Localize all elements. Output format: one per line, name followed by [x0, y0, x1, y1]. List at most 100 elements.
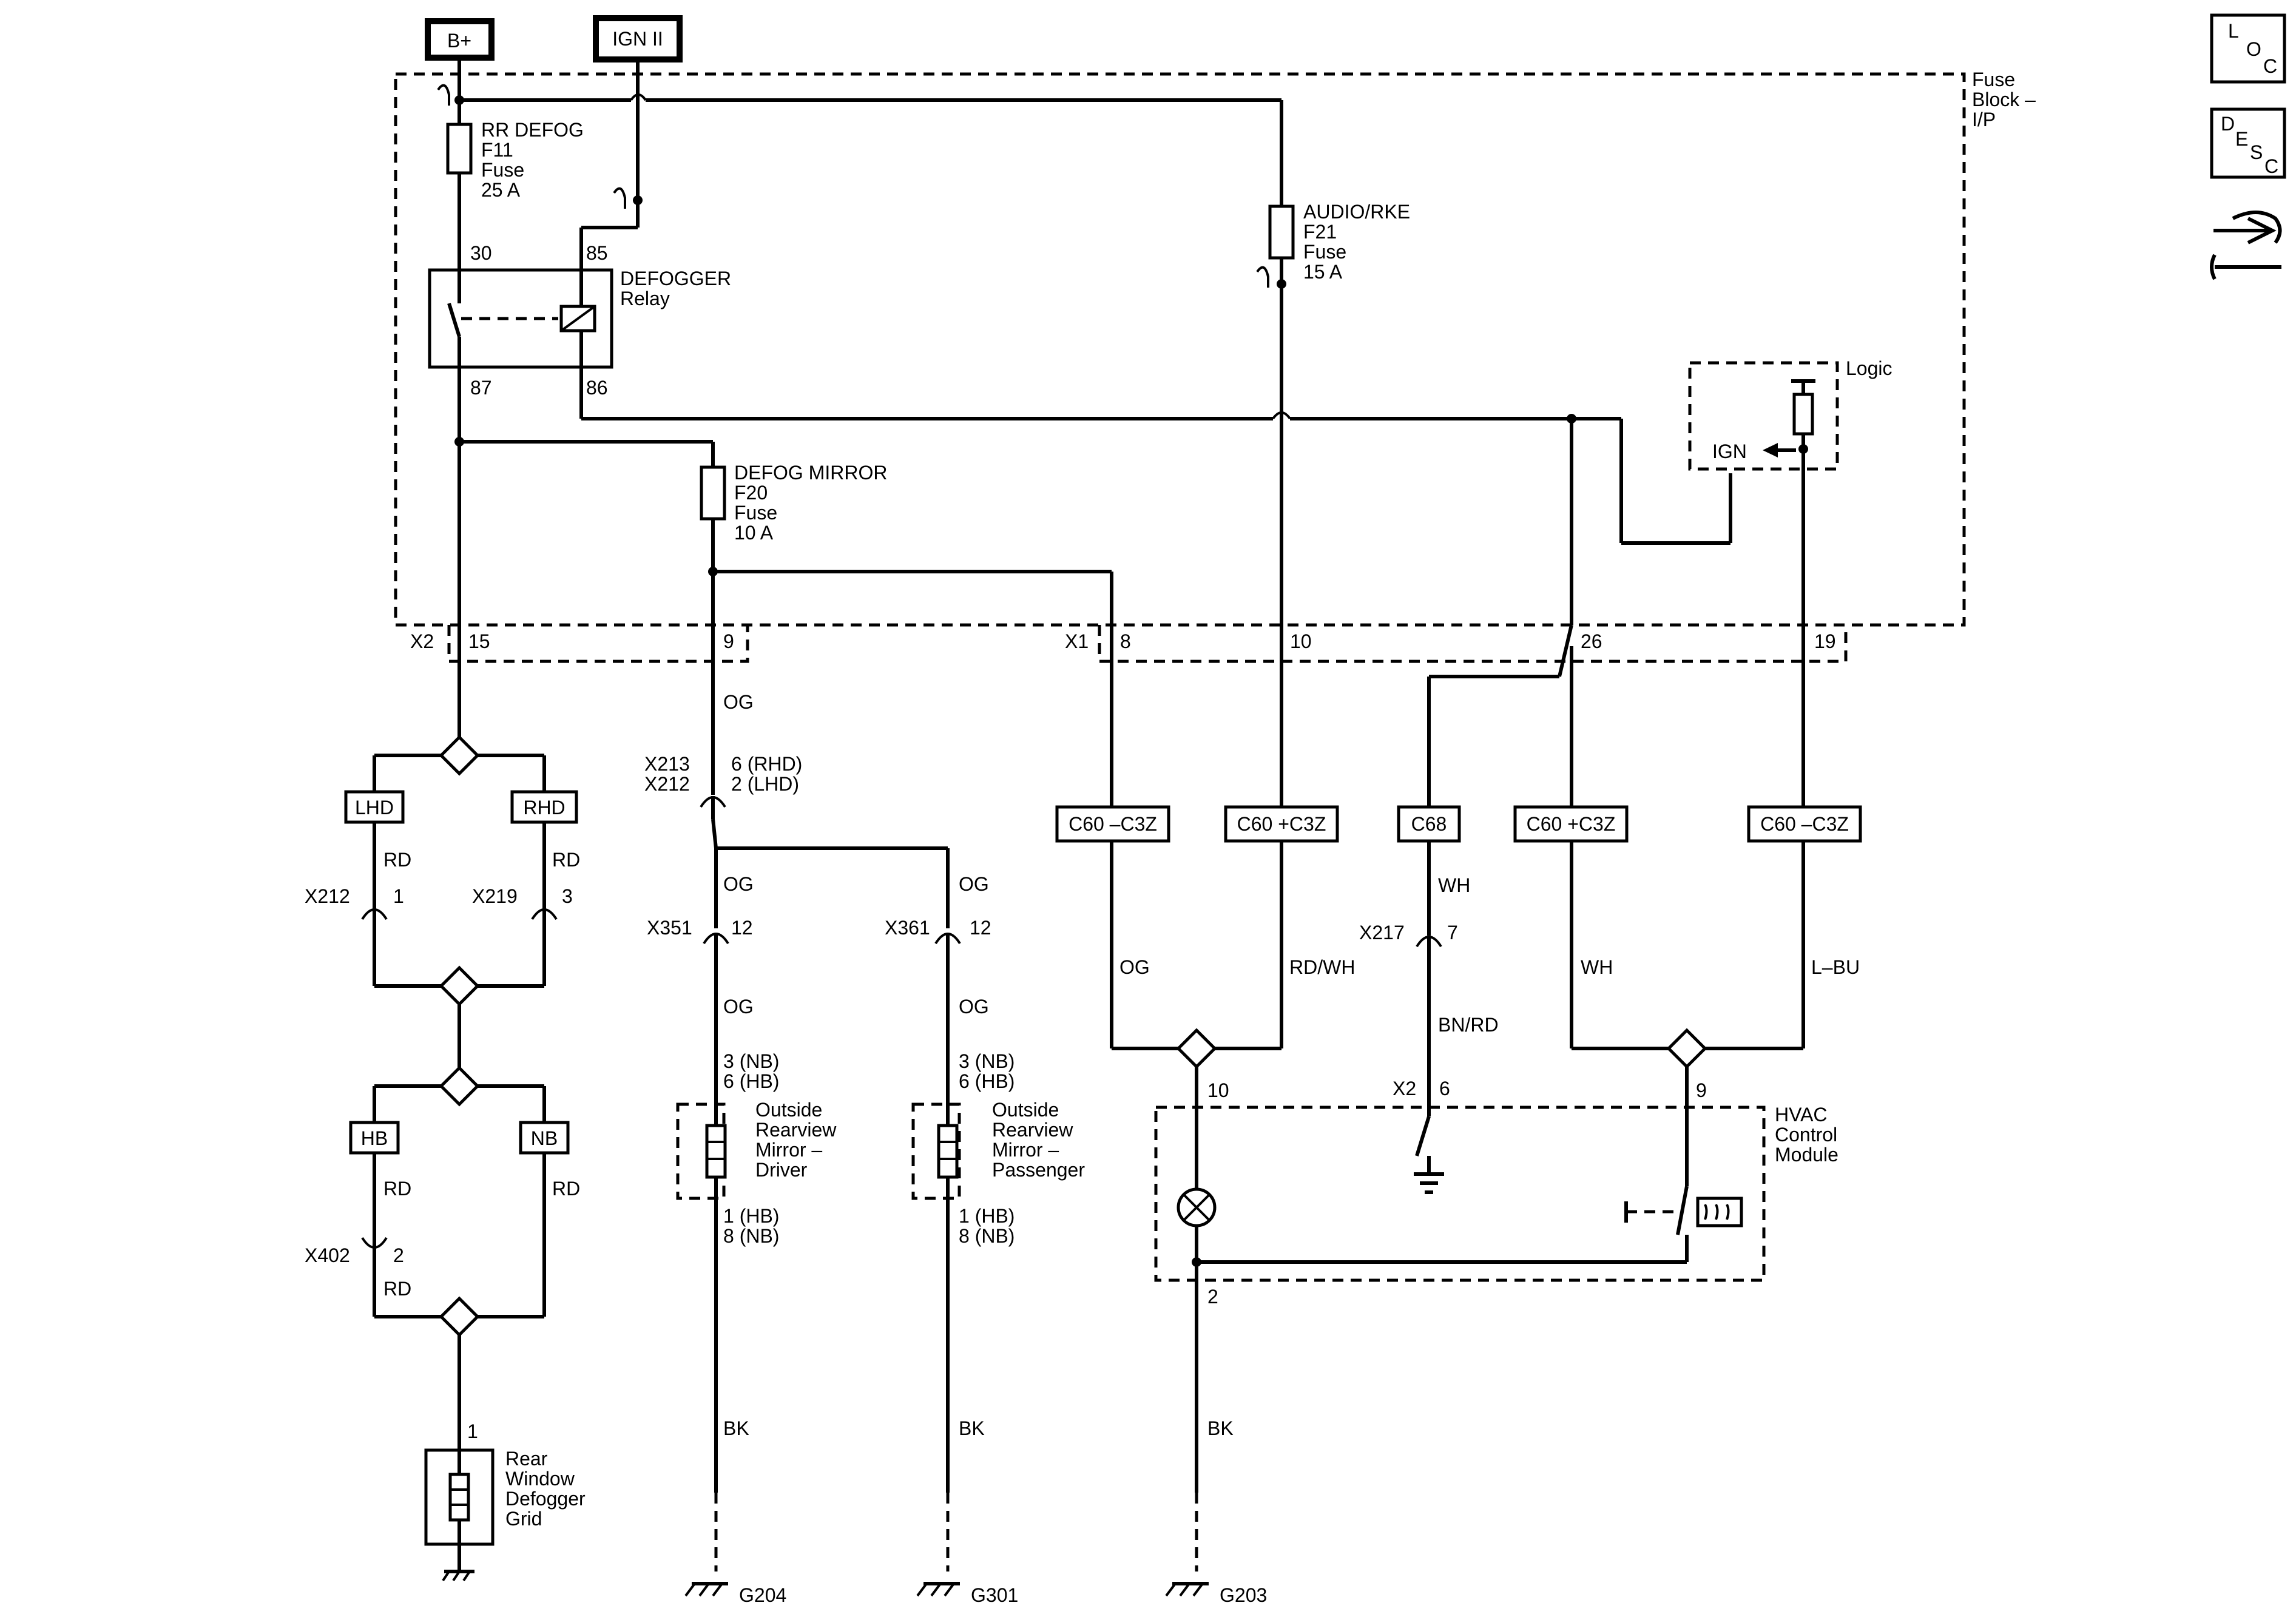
svg-text:F21: F21	[1303, 221, 1337, 243]
loc-icon[interactable]: L O C	[2210, 13, 2286, 84]
svg-text:OG: OG	[1119, 956, 1150, 978]
svg-text:2: 2	[393, 1244, 404, 1266]
svg-text:Rearview: Rearview	[992, 1119, 1073, 1141]
connector-tool-icon[interactable]	[2210, 211, 2282, 280]
mirror-branch: OG X213 X212 6 (RHD) 2 (LHD) OG OG X351 …	[644, 661, 1018, 1606]
svg-text:Control: Control	[1775, 1124, 1837, 1146]
svg-text:HVAC: HVAC	[1775, 1104, 1828, 1126]
svg-text:1 (HB): 1 (HB)	[723, 1205, 779, 1227]
svg-text:30: 30	[470, 242, 492, 264]
svg-text:BN/RD: BN/RD	[1438, 1014, 1499, 1036]
svg-text:OG: OG	[723, 691, 754, 713]
svg-text:LHD: LHD	[355, 797, 394, 819]
fuse-f20: DEFOG MIRROR F20 Fuse 10 A	[700, 462, 887, 544]
svg-text:Rear: Rear	[505, 1448, 548, 1470]
svg-text:8 (NB): 8 (NB)	[959, 1225, 1015, 1247]
svg-text:2: 2	[1207, 1286, 1218, 1308]
svg-text:RD/WH: RD/WH	[1289, 956, 1355, 978]
svg-text:Fuse: Fuse	[1303, 241, 1346, 263]
svg-text:12: 12	[731, 917, 753, 939]
svg-text:RD: RD	[383, 849, 411, 871]
svg-text:7: 7	[1447, 922, 1458, 944]
svg-text:F11: F11	[481, 139, 513, 161]
svg-text:C60 –C3Z: C60 –C3Z	[1760, 813, 1849, 835]
svg-text:8: 8	[1120, 630, 1131, 652]
svg-text:RD: RD	[552, 849, 580, 871]
svg-text:Fuse: Fuse	[734, 502, 777, 524]
svg-text:RHD: RHD	[523, 797, 565, 819]
desc-icon[interactable]: D E S C	[2210, 107, 2286, 179]
svg-text:Rearview: Rearview	[755, 1119, 837, 1141]
hvac-control-module-label: HVAC Control Module	[1775, 1104, 1838, 1166]
svg-text:G203: G203	[1220, 1584, 1267, 1606]
svg-text:OG: OG	[723, 873, 754, 895]
svg-text:C60 +C3Z: C60 +C3Z	[1237, 813, 1326, 835]
svg-text:3: 3	[562, 885, 573, 907]
mirror-passenger-label: 3 (NB) 6 (HB) Outside Rearview Mirror – …	[959, 1050, 1085, 1247]
svg-text:G204: G204	[739, 1584, 786, 1606]
svg-text:RD: RD	[383, 1278, 411, 1300]
svg-text:Passenger: Passenger	[992, 1159, 1085, 1181]
svg-text:9: 9	[1696, 1079, 1707, 1101]
svg-text:RD: RD	[552, 1178, 580, 1200]
svg-text:I/P: I/P	[1972, 109, 1996, 130]
svg-text:86: 86	[586, 377, 608, 399]
x2-connector: X2 15 9	[410, 625, 749, 663]
svg-text:X212: X212	[644, 773, 690, 795]
logic-block: Logic IGN	[1688, 357, 1893, 471]
svg-text:8 (NB): 8 (NB)	[723, 1225, 779, 1247]
fuse-block-wiring	[437, 58, 1805, 843]
svg-text:1: 1	[393, 885, 404, 907]
svg-text:6 (HB): 6 (HB)	[723, 1070, 779, 1092]
svg-text:26: 26	[1581, 630, 1602, 652]
svg-text:Driver: Driver	[755, 1159, 808, 1181]
svg-text:X212: X212	[305, 885, 350, 907]
fuse-f21: AUDIO/RKE F21 Fuse 15 A	[1268, 201, 1410, 283]
svg-text:L–BU: L–BU	[1811, 956, 1860, 978]
svg-text:BK: BK	[723, 1417, 749, 1439]
svg-text:10: 10	[1207, 1079, 1229, 1101]
svg-text:Outside: Outside	[992, 1099, 1059, 1121]
svg-text:2 (LHD): 2 (LHD)	[731, 773, 799, 795]
svg-text:D: D	[2221, 113, 2235, 135]
svg-text:X402: X402	[305, 1244, 350, 1266]
ign2-terminal: IGN II	[593, 15, 683, 62]
svg-text:1 (HB): 1 (HB)	[959, 1205, 1015, 1227]
defogger-relay: 30 85 87 86 DEFOGGER Relay	[428, 242, 731, 399]
svg-text:O: O	[2246, 38, 2261, 60]
svg-text:RD: RD	[383, 1178, 411, 1200]
svg-text:G301: G301	[971, 1584, 1018, 1606]
svg-text:6 (HB): 6 (HB)	[959, 1070, 1015, 1092]
svg-text:BK: BK	[1207, 1417, 1234, 1439]
svg-text:X219: X219	[472, 885, 518, 907]
svg-text:X351: X351	[647, 917, 692, 939]
svg-text:X213: X213	[644, 753, 690, 775]
svg-text:Grid: Grid	[505, 1508, 542, 1530]
hvac-branch: C60 –C3Z C60 +C3Z C68 C60 +C3Z C60 –C3Z …	[1055, 805, 1862, 1606]
svg-text:L: L	[2228, 20, 2239, 42]
svg-text:IGN: IGN	[1712, 441, 1747, 462]
svg-text:RR DEFOG: RR DEFOG	[481, 119, 584, 141]
svg-text:10: 10	[1290, 630, 1312, 652]
svg-text:C: C	[2263, 55, 2277, 77]
svg-text:WH: WH	[1438, 874, 1470, 896]
svg-text:OG: OG	[959, 873, 989, 895]
svg-text:Fuse: Fuse	[1972, 69, 2015, 90]
svg-text:F20: F20	[734, 482, 768, 504]
svg-text:15: 15	[468, 630, 490, 652]
svg-text:Window: Window	[505, 1468, 575, 1490]
svg-text:C60 –C3Z: C60 –C3Z	[1069, 813, 1157, 835]
x1-connector: X1 8 10 26 19	[1065, 625, 1848, 663]
svg-text:HB: HB	[361, 1127, 388, 1149]
svg-text:15 A: 15 A	[1303, 261, 1343, 283]
svg-text:Defogger: Defogger	[505, 1488, 586, 1510]
fuse-block-label: Fuse Block – I/P	[1972, 69, 2036, 130]
svg-text:3 (NB): 3 (NB)	[959, 1050, 1015, 1072]
svg-text:X2: X2	[410, 630, 434, 652]
svg-text:X361: X361	[885, 917, 930, 939]
svg-text:Mirror –: Mirror –	[755, 1139, 822, 1161]
svg-text:Fuse: Fuse	[481, 159, 524, 181]
svg-text:X217: X217	[1359, 922, 1405, 944]
svg-text:C: C	[2264, 155, 2278, 177]
